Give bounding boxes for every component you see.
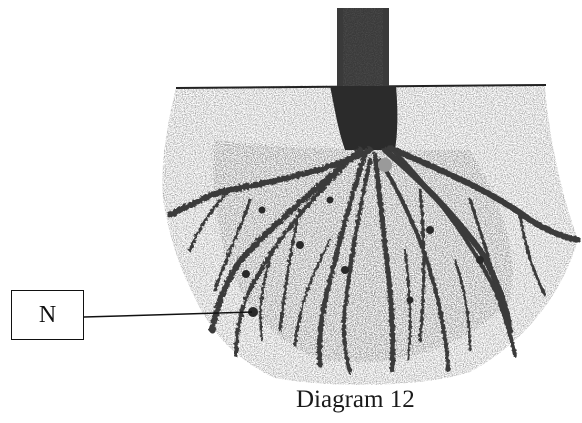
label-n-box: N [11, 290, 84, 340]
stem [330, 8, 397, 150]
label-n-text: N [39, 302, 56, 329]
diagram-caption: Diagram 12 [296, 386, 476, 414]
